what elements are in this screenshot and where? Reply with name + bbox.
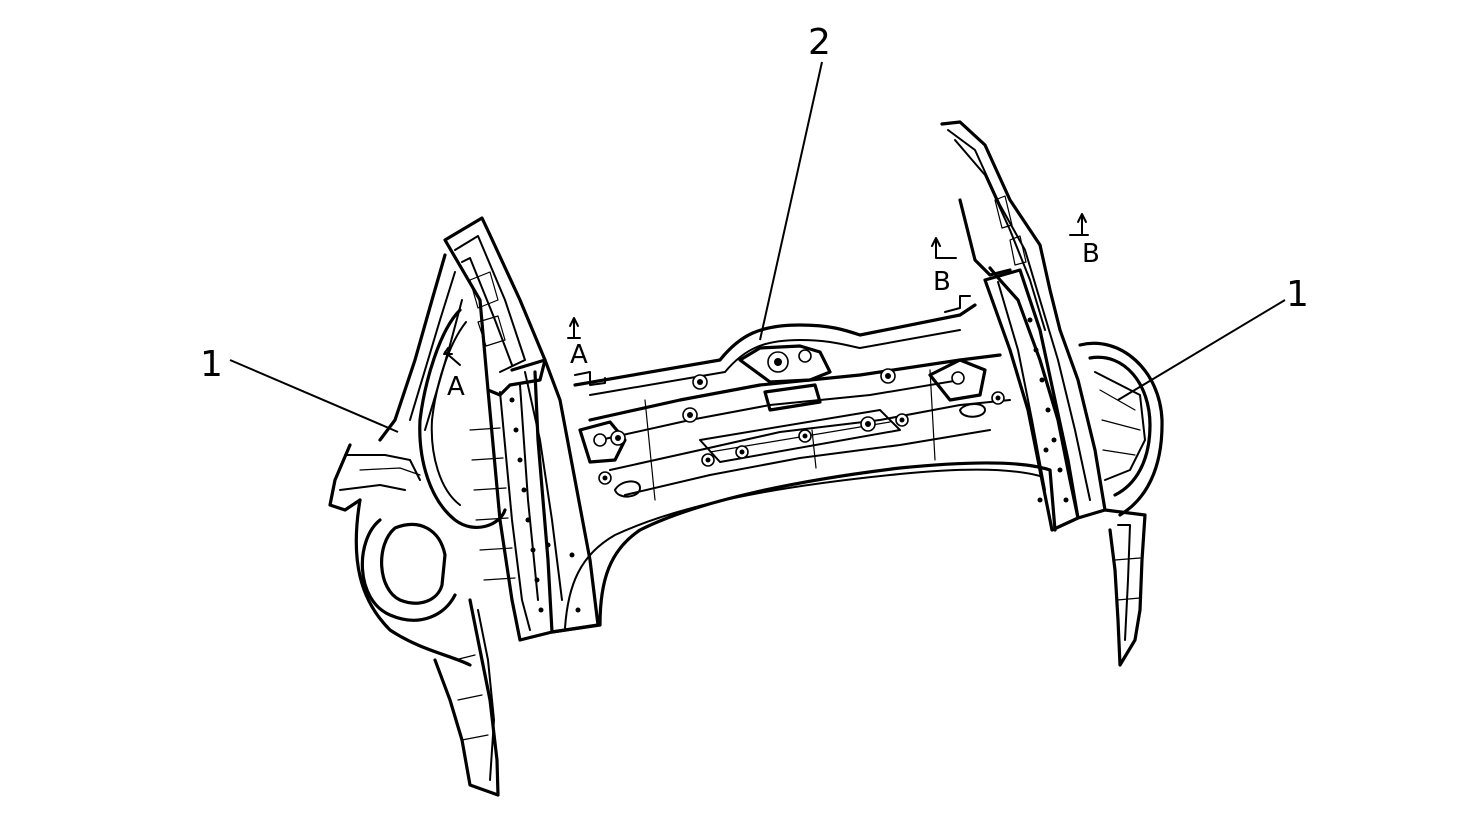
section-a-left-arrow — [443, 347, 461, 366]
section-a-right-arrow — [567, 317, 581, 339]
center-rear-panel — [550, 295, 1057, 634]
leader-center-part — [759, 61, 823, 341]
section-markers — [443, 213, 1089, 366]
section-b-left-arrow — [931, 237, 957, 259]
callout-right-part: 1 — [1286, 274, 1309, 315]
section-label-a-left: A — [447, 372, 465, 402]
callout-center-part: 2 — [808, 22, 831, 63]
section-label-a-right: A — [570, 340, 588, 370]
leader-lines — [229, 61, 1286, 433]
left-inner-pillar — [509, 358, 600, 634]
section-b-right-arrow — [1069, 213, 1089, 236]
leader-right-part — [1117, 299, 1286, 401]
right-side-panel — [940, 120, 1164, 667]
leader-left-part — [229, 359, 399, 433]
left-side-panel — [328, 216, 554, 797]
section-label-b-right: B — [1082, 239, 1100, 269]
callout-left-part: 1 — [200, 344, 223, 385]
section-label-b-left: B — [933, 267, 951, 297]
